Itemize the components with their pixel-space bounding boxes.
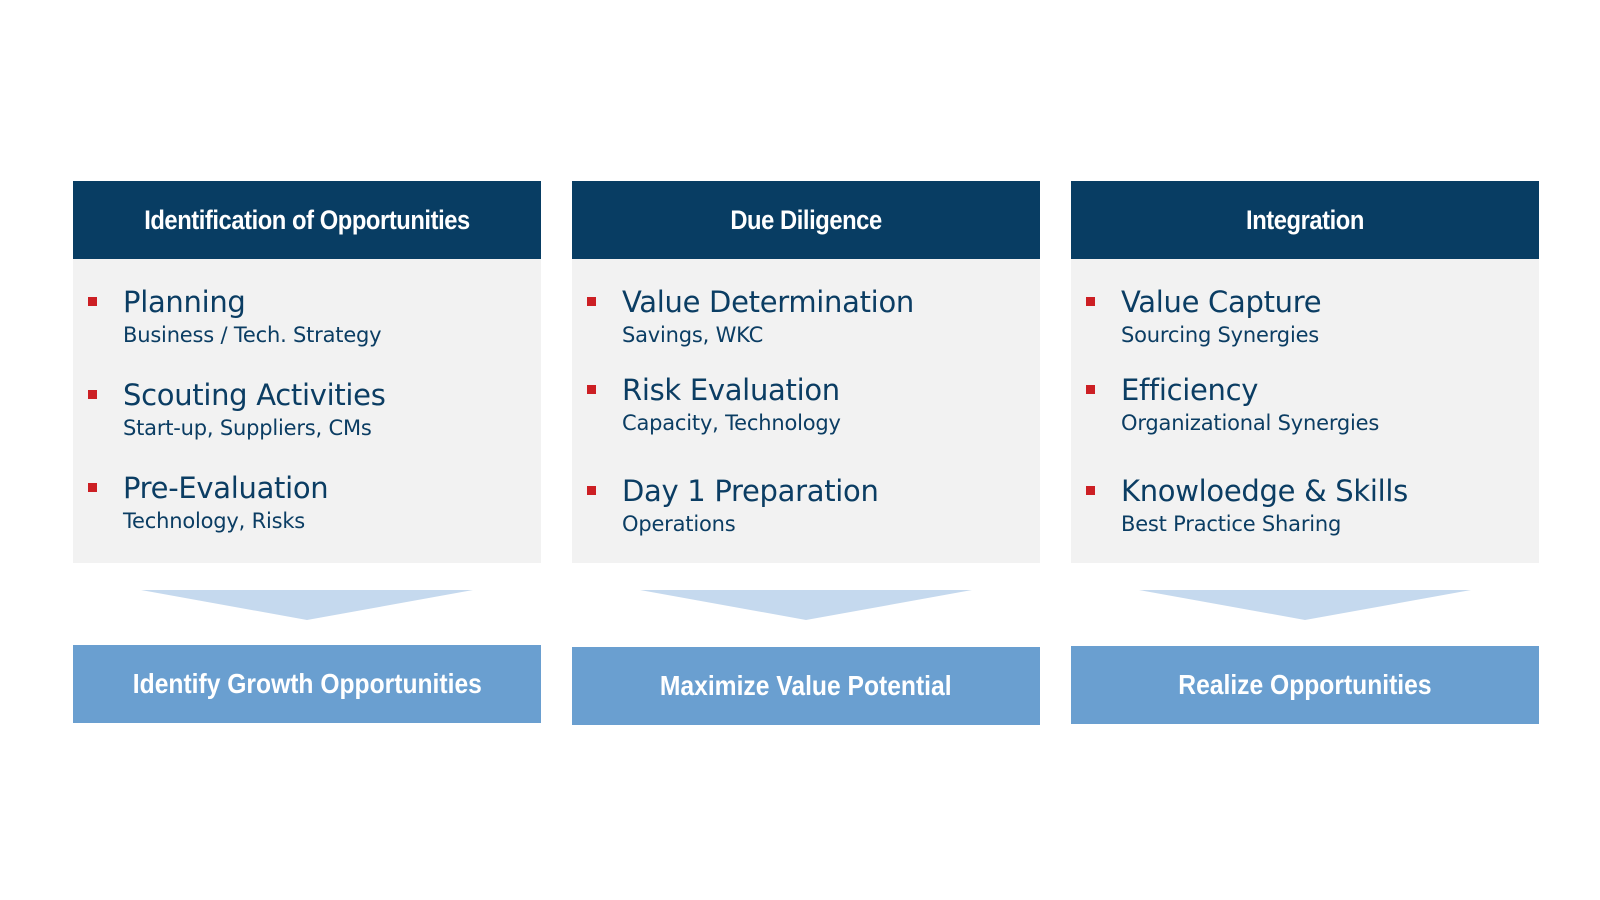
item-subtitle: Business / Tech. Strategy: [123, 323, 382, 347]
phase-result-label: Realize Opportunities: [1178, 669, 1432, 700]
phase-header-label: Due Diligence: [730, 204, 882, 235]
phase-column-identification: Identification of Opportunities Planning…: [73, 181, 541, 723]
item-title: Pre-Evaluation: [123, 471, 329, 505]
bullet-square-icon: [587, 486, 596, 495]
item-subtitle: Best Practice Sharing: [1121, 512, 1342, 536]
item-title: Day 1 Preparation: [622, 474, 879, 508]
bullet-square-icon: [1086, 486, 1095, 495]
item-subtitle: Start-up, Suppliers, CMs: [123, 416, 372, 440]
item-title: Value Capture: [1121, 285, 1322, 319]
phase-body: Value Capture Sourcing Synergies Efficie…: [1071, 259, 1539, 563]
phase-result-box: Identify Growth Opportunities: [73, 645, 541, 723]
item-subtitle: Savings, WKC: [622, 323, 764, 347]
bullet-square-icon: [88, 483, 97, 492]
down-chevron-arrow-icon: [1139, 590, 1471, 620]
item-subtitle: Organizational Synergies: [1121, 411, 1380, 435]
item-subtitle: Operations: [622, 512, 736, 536]
phase-column-integration: Integration Value Capture Sourcing Syner…: [1071, 181, 1539, 724]
phase-header: Due Diligence: [572, 181, 1040, 259]
phase-header-label: Integration: [1246, 204, 1364, 235]
item-subtitle: Technology, Risks: [123, 509, 306, 533]
phase-result-box: Maximize Value Potential: [572, 647, 1040, 725]
bullet-square-icon: [587, 297, 596, 306]
item-title: Value Determination: [622, 285, 914, 319]
phase-result-label: Identify Growth Opportunities: [132, 668, 482, 699]
item-title: Risk Evaluation: [622, 373, 840, 407]
phase-body: Value Determination Savings, WKC Risk Ev…: [572, 259, 1040, 563]
phase-body: Planning Business / Tech. Strategy Scout…: [73, 259, 541, 563]
item-title: Knowloedge & Skills: [1121, 474, 1408, 508]
bullet-square-icon: [88, 390, 97, 399]
bullet-square-icon: [587, 385, 596, 394]
phase-header: Identification of Opportunities: [73, 181, 541, 259]
phase-column-due-diligence: Due Diligence Value Determination Saving…: [572, 181, 1040, 725]
down-chevron-arrow-icon: [141, 590, 473, 620]
item-title: Planning: [123, 285, 246, 319]
phase-header-label: Identification of Opportunities: [144, 204, 470, 235]
phase-header: Integration: [1071, 181, 1539, 259]
bullet-square-icon: [1086, 385, 1095, 394]
phase-result-label: Maximize Value Potential: [660, 670, 952, 701]
item-title: Efficiency: [1121, 373, 1259, 407]
bullet-square-icon: [1086, 297, 1095, 306]
down-chevron-arrow-icon: [640, 590, 972, 620]
phase-result-box: Realize Opportunities: [1071, 646, 1539, 724]
item-subtitle: Capacity, Technology: [622, 411, 841, 435]
item-title: Scouting Activities: [123, 378, 386, 412]
bullet-square-icon: [88, 297, 97, 306]
item-subtitle: Sourcing Synergies: [1121, 323, 1320, 347]
